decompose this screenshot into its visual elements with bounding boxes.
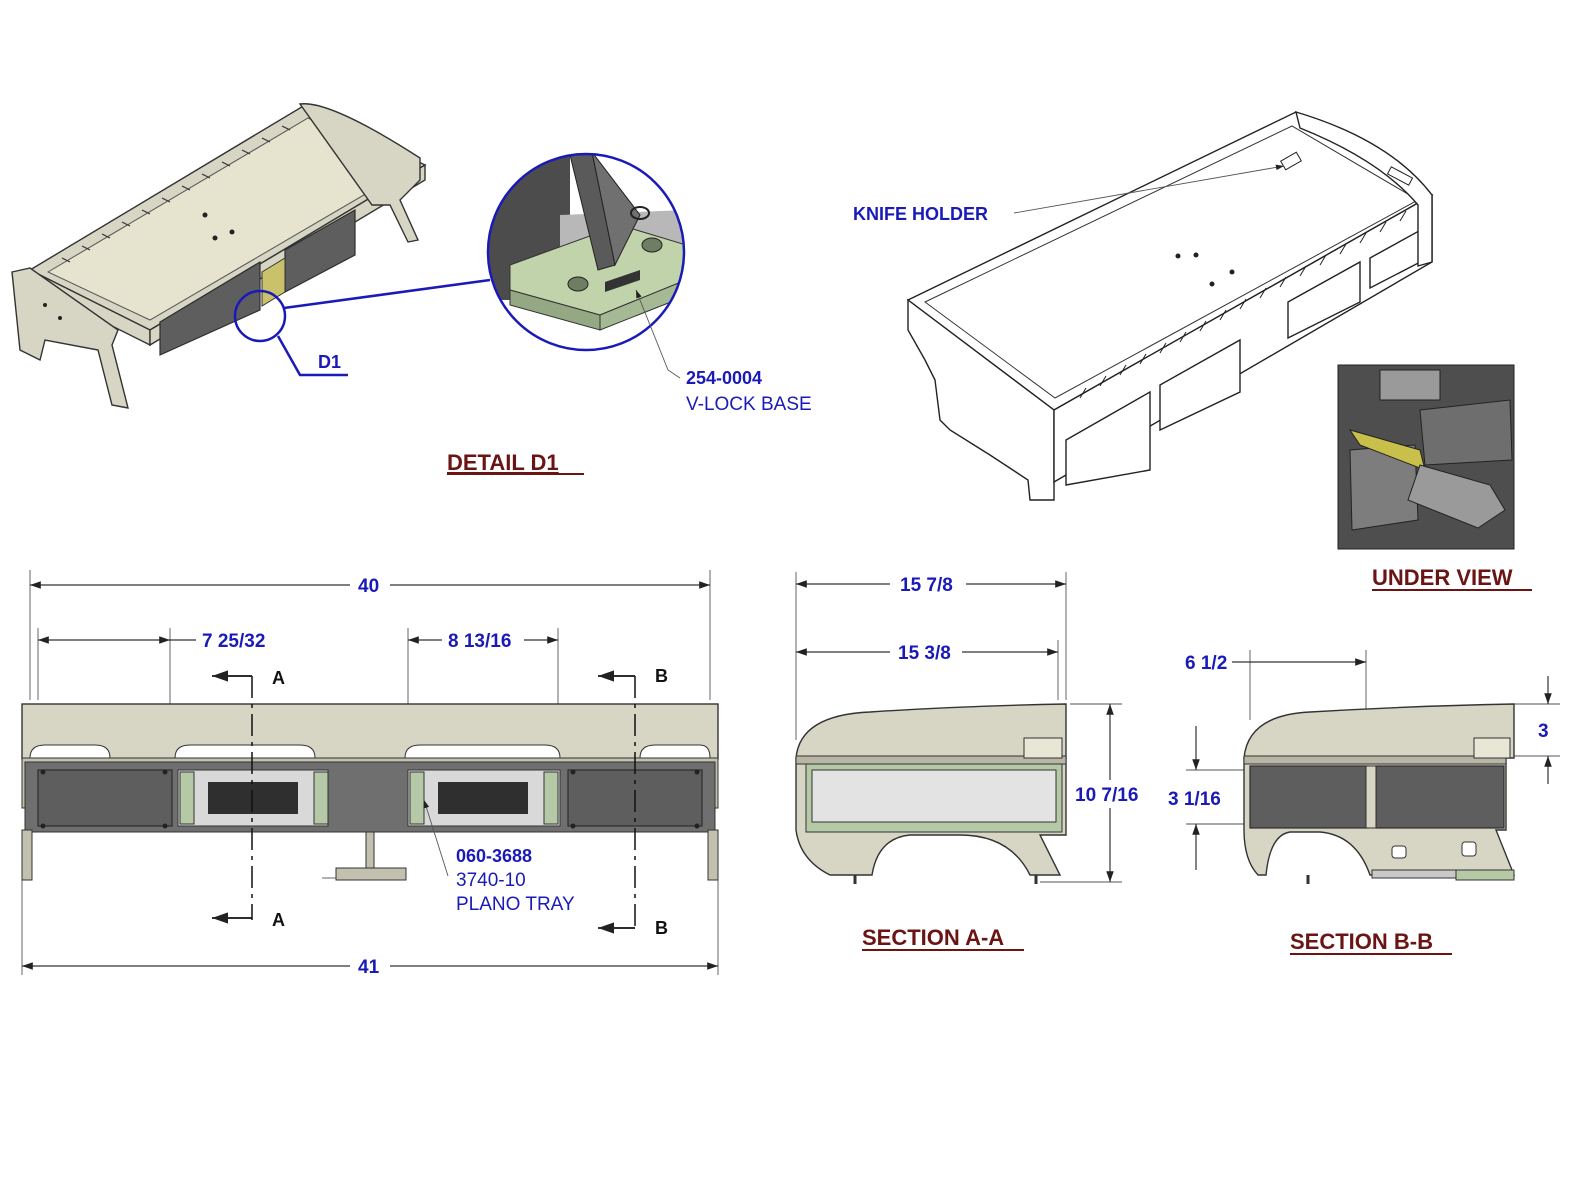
cut-b-top: B	[655, 666, 668, 686]
detail-d1-title: DETAIL D1	[447, 450, 559, 475]
dim-overall-bottom: 41	[358, 957, 380, 978]
detail-d1-view: 254-0004 V-LOCK BASE DETAIL D1	[447, 152, 812, 475]
dim-depth-outer: 15 7/8	[900, 575, 953, 596]
knife-holder-label: KNIFE HOLDER	[853, 204, 988, 224]
cut-b-bottom: B	[655, 918, 668, 938]
tray-description: PLANO TRAY	[456, 894, 575, 915]
under-view-title: UNDER VIEW	[1372, 565, 1513, 590]
ruler-marks-right	[1079, 210, 1407, 399]
tray-part-number: 060-3688	[456, 846, 532, 866]
section-bb-title: SECTION B-B	[1290, 929, 1433, 954]
cut-a-bottom: A	[272, 910, 285, 930]
dim-depth-inner: 15 3/8	[898, 643, 951, 664]
isometric-view-left: D1	[11, 103, 491, 409]
dim-top-height: 3	[1538, 721, 1549, 742]
cut-a-top: A	[272, 668, 285, 688]
isometric-view-right: KNIFE HOLDER	[853, 110, 1434, 501]
section-bb-view: 6 1/2 3 3 1/16 SECTION B-B	[1168, 650, 1560, 955]
dim-height: 10 7/16	[1075, 785, 1138, 806]
tray-model: 3740-10	[456, 870, 526, 891]
section-aa-view: 15 7/8 15 3/8 10 7/16 SECTION A-A	[795, 572, 1138, 951]
ruler-marks	[61, 125, 291, 263]
detail-callout-label: D1	[318, 352, 341, 372]
dim-offset: 6 1/2	[1185, 653, 1227, 674]
dim-drawer-height: 3 1/16	[1168, 789, 1221, 810]
vlock-description: V-LOCK BASE	[686, 394, 812, 415]
vlock-part-number: 254-0004	[686, 368, 762, 388]
dim-overall-top: 40	[358, 576, 379, 597]
dim-offset-right: 8 13/16	[448, 631, 511, 652]
under-view: UNDER VIEW	[1337, 364, 1532, 591]
front-view: 40 7 25/32 8 13/16	[21, 570, 719, 978]
section-aa-title: SECTION A-A	[862, 925, 1004, 950]
dim-offset-left: 7 25/32	[202, 631, 265, 652]
